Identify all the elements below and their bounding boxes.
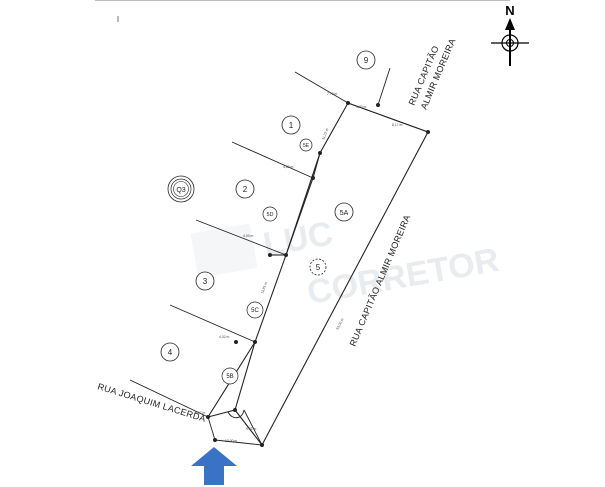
lot-5a: 5A [334, 202, 354, 222]
lot-5: 5 [309, 258, 327, 276]
lot-5d: 5D [262, 206, 278, 222]
measure-bottom-left: 5,07 m [195, 411, 206, 415]
measure-bottom-front2: 9,02 m [246, 427, 257, 431]
right-margin [510, 0, 605, 487]
lot-3: 3 [195, 271, 215, 291]
lot-9: 9 [356, 50, 376, 70]
street-rua-joaquim-lacerda: RUA JOAQUIM LACERDA [96, 381, 207, 424]
svg-text:4: 4 [168, 348, 173, 357]
svg-text:1: 1 [289, 121, 294, 130]
measure-mid-edge: 4,00 m [243, 234, 254, 238]
lot-q3: Q3 [167, 175, 195, 203]
svg-text:3: 3 [203, 277, 208, 286]
north-arrow-icon: N [491, 3, 529, 66]
svg-text:5C: 5C [251, 308, 259, 314]
north-label: N [505, 3, 514, 18]
measure-seg-1381: 13,81 m [260, 281, 268, 294]
svg-text:Q3: Q3 [176, 187, 185, 194]
lot-2: 2 [235, 179, 255, 199]
measure-top-front: 7,72 m [327, 92, 338, 96]
measure-long-side: 53,00 m [335, 318, 344, 331]
lot-5b: 5B [221, 367, 239, 385]
lot-1: 1 [281, 115, 301, 135]
svg-text:9: 9 [364, 56, 369, 65]
svg-text:2: 2 [243, 185, 248, 194]
svg-text:5D: 5D [266, 212, 273, 218]
svg-text:5A: 5A [340, 210, 349, 217]
lot-5c: 5C [246, 301, 264, 319]
measure-seg-1122: 11,22 m [321, 128, 329, 141]
left-margin [0, 0, 95, 487]
svg-text:5B: 5B [226, 374, 233, 380]
measure-lot2-edge: 4,80 m [283, 165, 294, 169]
lot-4: 4 [160, 342, 180, 362]
svg-text:5E: 5E [303, 143, 310, 149]
lot-5e: 5E [299, 138, 313, 152]
measure-top-front2: 5,00 m [356, 105, 367, 109]
measure-top-right: 8,17 m [392, 123, 403, 127]
measure-lower-edge: 4,02 m [219, 335, 230, 339]
measure-bottom-front: 12,00 m [225, 439, 237, 443]
location-marker-arrow-icon [191, 447, 237, 485]
svg-text:5: 5 [316, 263, 321, 272]
vertex-markers [206, 101, 430, 447]
lot-dividers [129, 67, 429, 446]
